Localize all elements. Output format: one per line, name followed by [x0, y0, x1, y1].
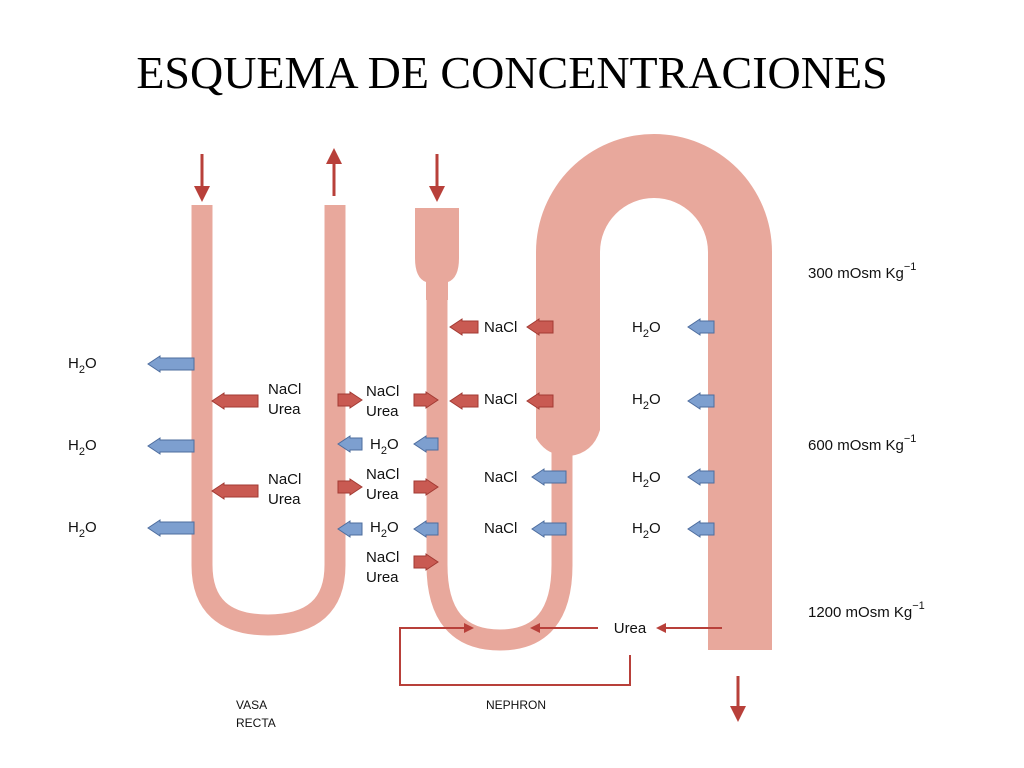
svg-text:NaCl: NaCl: [366, 466, 399, 483]
nacl-urea-label-mid-3: NaCl Urea: [366, 549, 399, 586]
svg-text:Urea: Urea: [366, 569, 399, 586]
arrow-nacl-loop-2b: [526, 392, 554, 410]
arrow-nacl-loop-1b: [526, 318, 554, 336]
flow-arrow-duct-out: [730, 676, 746, 722]
svg-text:Urea: Urea: [268, 491, 301, 508]
svg-text:NaCl: NaCl: [484, 391, 517, 408]
arrow-h2o-out-vasa-1: [147, 355, 195, 373]
arrow-nacl-urea-mid-4: [413, 478, 439, 496]
h2o-label-duct-2: H2O: [632, 391, 661, 412]
arrow-h2o-duct-1: [687, 318, 715, 336]
nephron-loop-of-henle: [426, 290, 573, 651]
flow-arrow-nephron-in: [429, 154, 445, 202]
nacl-label-loop-4: NaCl: [484, 520, 517, 537]
h2o-label-mid-1: H2O: [370, 436, 399, 457]
arrow-nacl-loop-1a: [449, 318, 479, 336]
svg-text:Urea: Urea: [366, 486, 399, 503]
page-title: ESQUEMA DE CONCENTRACIONES: [136, 47, 887, 98]
arrow-h2o-mid-1: [337, 435, 363, 453]
arrow-nacl-urea-into-vasa-1: [211, 392, 259, 410]
svg-text:H2O: H2O: [632, 520, 661, 541]
nacl-urea-label-vasa-2: NaCl Urea: [268, 471, 301, 508]
arrow-nacl-urea-mid-1: [337, 391, 363, 409]
urea-recycle-loop: [399, 623, 631, 686]
h2o-label-vasa-2: H2O: [68, 437, 97, 458]
nephron-ascending-thick-and-distal: [536, 134, 772, 650]
svg-text:300 mOsm Kg−1: 300 mOsm Kg−1: [808, 261, 916, 282]
vasa-recta-caption: VASA RECTA: [236, 698, 276, 730]
concentration-1200: 1200 mOsm Kg−1: [808, 600, 925, 621]
svg-text:NaCl: NaCl: [484, 520, 517, 537]
arrow-h2o-duct-3: [687, 468, 715, 486]
arrow-nacl-urea-mid-5: [413, 553, 439, 571]
arrow-nacl-loop-4: [531, 520, 567, 538]
svg-text:NaCl: NaCl: [366, 383, 399, 400]
svg-text:H2O: H2O: [370, 519, 399, 540]
svg-text:NEPHRON: NEPHRON: [486, 698, 546, 712]
svg-text:Urea: Urea: [366, 403, 399, 420]
svg-text:1200 mOsm Kg−1: 1200 mOsm Kg−1: [808, 600, 925, 621]
transport-arrows: [147, 318, 715, 571]
nephron-descending-thick: [415, 208, 459, 300]
nacl-urea-label-mid-2: NaCl Urea: [366, 466, 399, 503]
svg-text:H2O: H2O: [68, 519, 97, 540]
h2o-label-mid-2: H2O: [370, 519, 399, 540]
arrow-h2o-out-vasa-3: [147, 519, 195, 537]
nacl-urea-label-mid-1: NaCl Urea: [366, 383, 399, 420]
h2o-label-duct-1: H2O: [632, 319, 661, 340]
arrow-h2o-mid-4: [413, 520, 439, 538]
arrow-nacl-urea-mid-2: [413, 391, 439, 409]
svg-text:NaCl: NaCl: [268, 381, 301, 398]
svg-text:NaCl: NaCl: [268, 471, 301, 488]
arrow-nacl-urea-mid-3: [337, 478, 363, 496]
arrow-h2o-mid-3: [337, 520, 363, 538]
h2o-label-duct-3: H2O: [632, 469, 661, 490]
concentration-300: 300 mOsm Kg−1: [808, 261, 916, 282]
nacl-label-loop-2: NaCl: [484, 391, 517, 408]
arrow-nacl-loop-2a: [449, 392, 479, 410]
h2o-label-duct-4: H2O: [632, 520, 661, 541]
nephron-caption: NEPHRON: [486, 698, 546, 712]
svg-text:VASA: VASA: [236, 698, 267, 712]
svg-text:H2O: H2O: [632, 319, 661, 340]
svg-text:H2O: H2O: [68, 437, 97, 458]
arrow-h2o-mid-2: [413, 435, 439, 453]
arrow-nacl-urea-into-vasa-2: [211, 482, 259, 500]
svg-text:NaCl: NaCl: [484, 469, 517, 486]
svg-text:H2O: H2O: [370, 436, 399, 457]
flow-arrow-vasa-in: [194, 154, 210, 202]
svg-text:NaCl: NaCl: [484, 319, 517, 336]
vasa-recta-tube: [191, 205, 346, 636]
urea-bottom-label: Urea: [614, 620, 647, 637]
h2o-label-vasa-1: H2O: [68, 355, 97, 376]
nacl-label-loop-3: NaCl: [484, 469, 517, 486]
svg-text:NaCl: NaCl: [366, 549, 399, 566]
svg-text:H2O: H2O: [632, 391, 661, 412]
svg-text:Urea: Urea: [268, 401, 301, 418]
svg-text:H2O: H2O: [68, 355, 97, 376]
nacl-urea-label-vasa-1: NaCl Urea: [268, 381, 301, 418]
svg-text:H2O: H2O: [632, 469, 661, 490]
arrow-nacl-loop-3: [531, 468, 567, 486]
svg-text:Urea: Urea: [614, 620, 647, 637]
arrow-h2o-duct-2: [687, 392, 715, 410]
concentration-600: 600 mOsm Kg−1: [808, 433, 916, 454]
svg-text:RECTA: RECTA: [236, 716, 276, 730]
flow-arrow-vasa-out: [326, 148, 342, 196]
nacl-label-loop-1: NaCl: [484, 319, 517, 336]
arrow-h2o-duct-4: [687, 520, 715, 538]
arrow-h2o-out-vasa-2: [147, 437, 195, 455]
svg-text:600 mOsm Kg−1: 600 mOsm Kg−1: [808, 433, 916, 454]
h2o-label-vasa-3: H2O: [68, 519, 97, 540]
